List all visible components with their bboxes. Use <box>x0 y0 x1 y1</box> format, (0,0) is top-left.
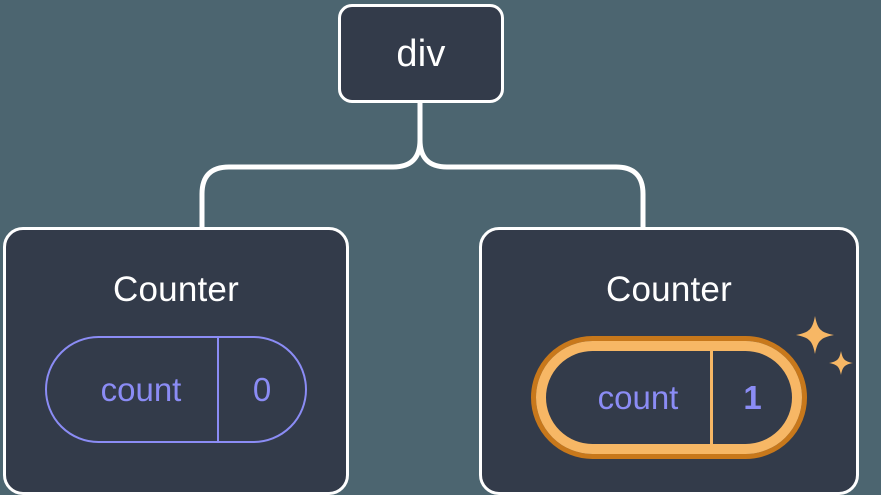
node-div[interactable]: div <box>338 4 504 103</box>
state-pill-wrap-right: count 1 <box>531 336 807 459</box>
connector-path <box>199 100 646 232</box>
state-pill-highlight-ring: count 1 <box>531 336 807 459</box>
state-pill-wrap-left: count 0 <box>45 336 307 443</box>
node-counter-right[interactable]: Counter count 1 <box>479 227 859 495</box>
node-counter-right-title: Counter <box>606 270 732 309</box>
state-key-left: count <box>47 338 219 441</box>
state-value-left: 0 <box>252 371 272 408</box>
state-key-right: count <box>546 351 713 444</box>
state-pill-count-left[interactable]: count 0 <box>45 336 307 443</box>
state-pill-count-right[interactable]: count 1 <box>536 341 802 454</box>
node-div-label: div <box>396 32 446 75</box>
node-counter-left[interactable]: Counter count 0 <box>3 227 349 495</box>
node-counter-left-title: Counter <box>113 270 239 309</box>
state-value-right: 1 <box>743 379 762 416</box>
